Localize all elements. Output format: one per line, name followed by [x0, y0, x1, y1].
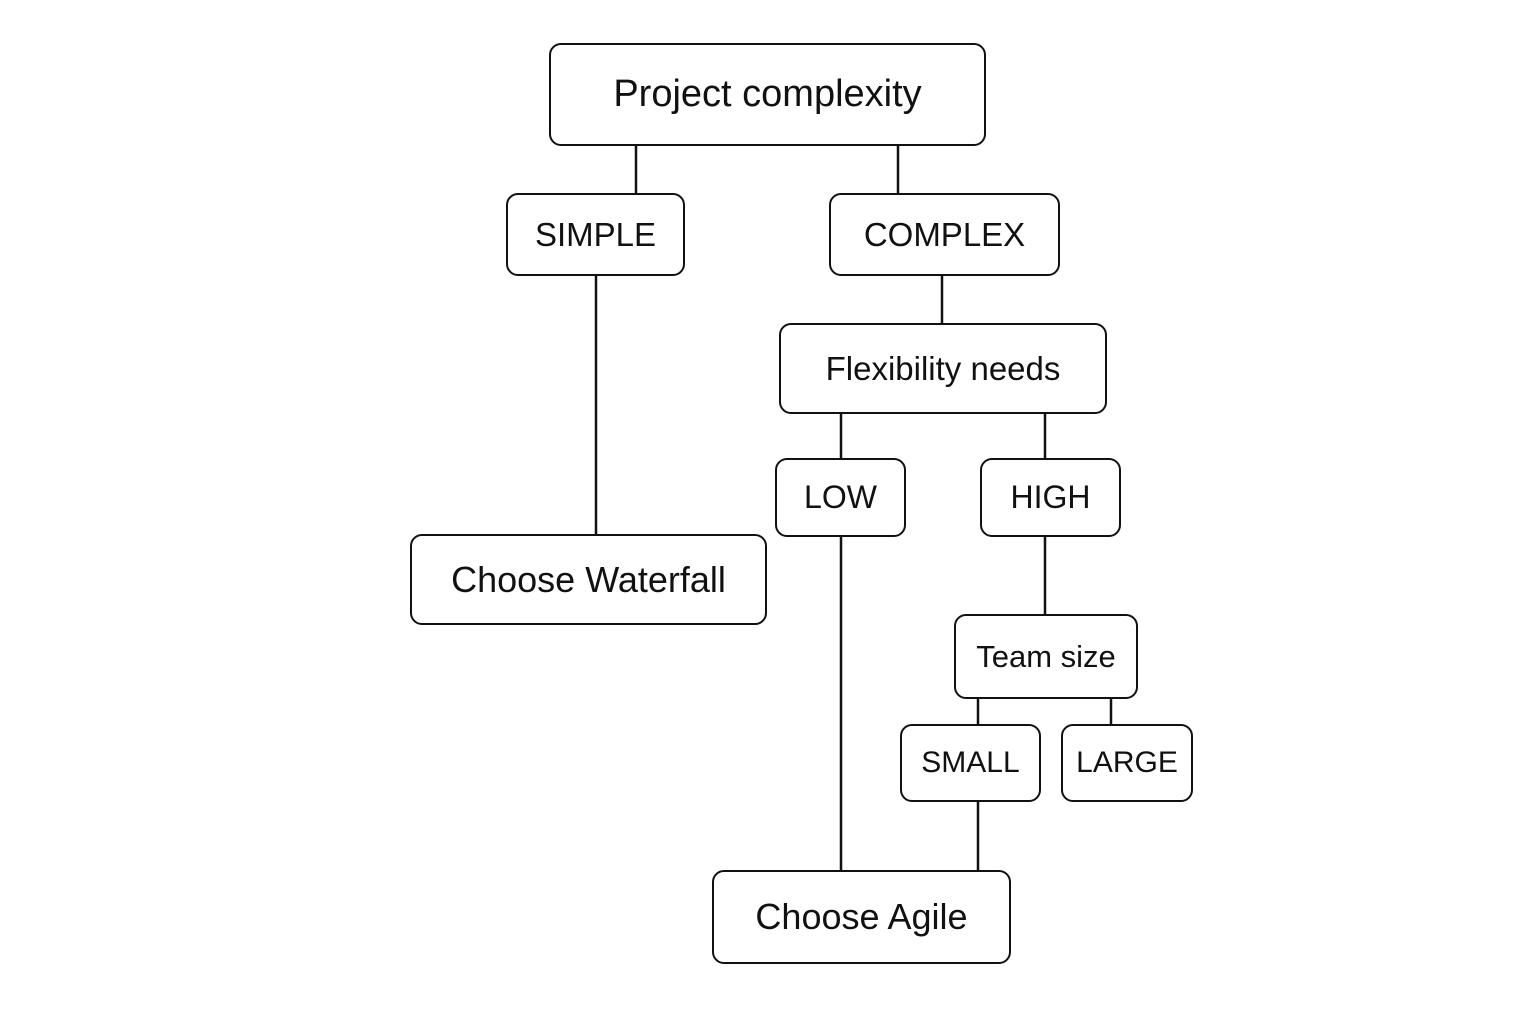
- node-choose-agile: Choose Agile: [712, 870, 1011, 964]
- node-large: LARGE: [1061, 724, 1193, 802]
- node-team-size: Team size: [954, 614, 1138, 699]
- node-choose-waterfall: Choose Waterfall: [410, 534, 767, 625]
- node-flexibility-needs: Flexibility needs: [779, 323, 1107, 414]
- node-complex: COMPLEX: [829, 193, 1060, 276]
- node-simple: SIMPLE: [506, 193, 685, 276]
- node-high: HIGH: [980, 458, 1121, 537]
- node-small: SMALL: [900, 724, 1041, 802]
- node-low: LOW: [775, 458, 906, 537]
- node-project-complexity: Project complexity: [549, 43, 986, 146]
